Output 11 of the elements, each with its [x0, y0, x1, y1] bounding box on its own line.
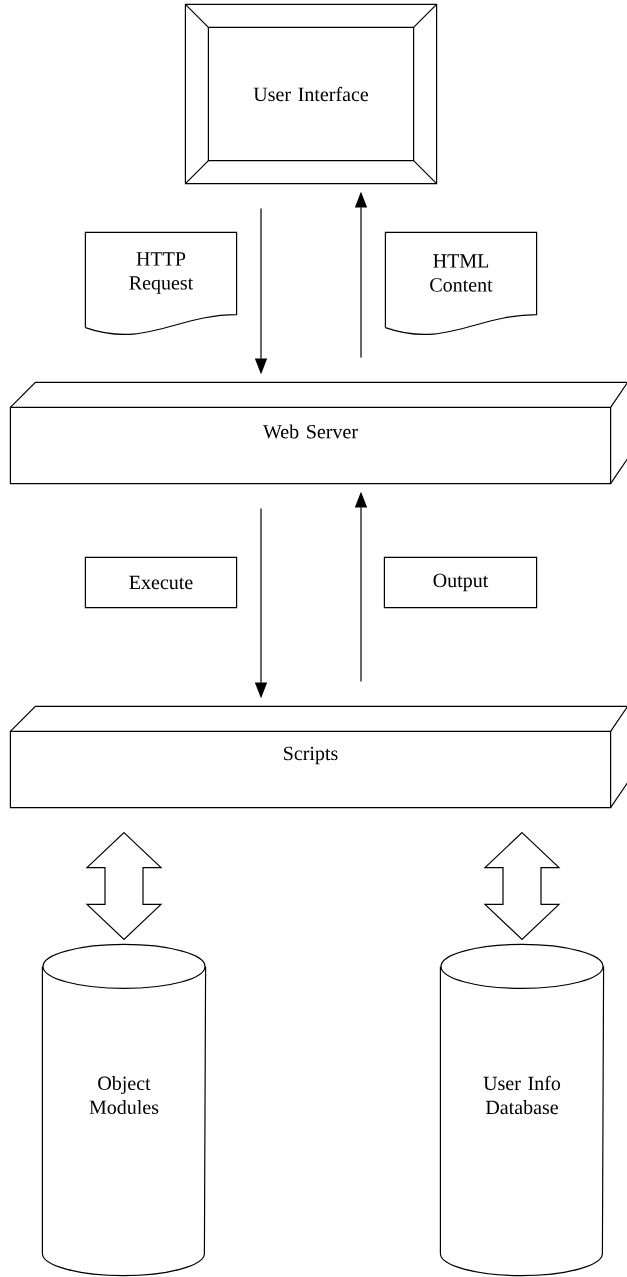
database-cylinder: User Info Database — [439, 943, 605, 1277]
server-block: Web Server — [9, 381, 627, 485]
node-label: Object Modules — [89, 1075, 159, 1115]
database-cylinder: Object Modules — [41, 943, 207, 1277]
label-box: Execute — [84, 556, 238, 609]
document-shape: HTTP Request — [84, 231, 238, 336]
user-interface-frame: User Interface — [184, 3, 438, 185]
node-label: User Info Database — [483, 1075, 561, 1115]
scripts-block: Scripts — [9, 705, 627, 809]
document-shape: HTML Content — [384, 231, 538, 336]
label-box: Output — [383, 556, 538, 609]
